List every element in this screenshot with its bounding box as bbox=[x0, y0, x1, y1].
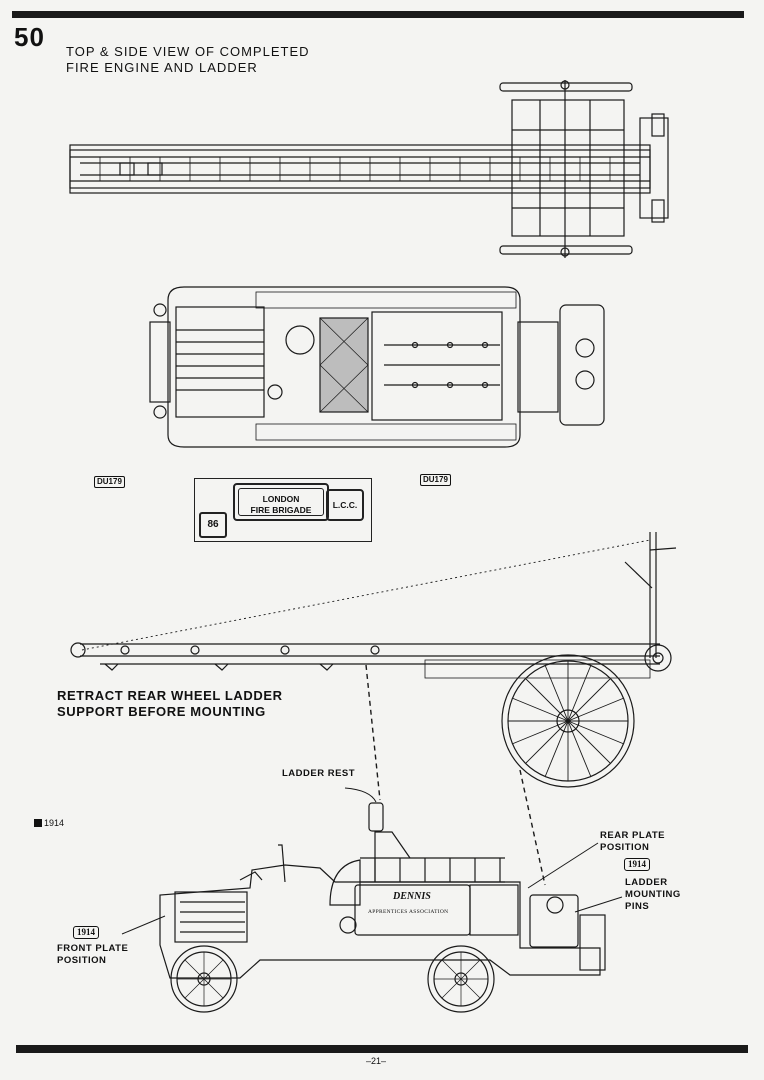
top-rule bbox=[12, 11, 744, 18]
step-number: 50 bbox=[14, 22, 45, 52]
engine-top-view bbox=[149, 286, 605, 448]
title-line-1: TOP & SIDE VIEW OF COMPLETED bbox=[66, 44, 310, 59]
front-plate: 1914 bbox=[73, 926, 99, 939]
rear-plate-line-1: REAR PLATE bbox=[600, 830, 665, 841]
rear-plate-label: REAR PLATE POSITION bbox=[600, 830, 665, 854]
front-plate-line-2: POSITION bbox=[57, 955, 107, 966]
ladder-pins-line-1: LADDER bbox=[625, 877, 668, 888]
retract-line-1: RETRACT REAR WHEEL LADDER bbox=[57, 688, 283, 703]
retract-note: RETRACT REAR WHEEL LADDER SUPPORT BEFORE… bbox=[57, 688, 283, 720]
fire-engine-side-view bbox=[159, 802, 606, 1013]
decal-code-right: DU179 bbox=[420, 474, 451, 486]
page-number: –21– bbox=[366, 1056, 387, 1066]
ladder-pins-line-3: PINS bbox=[625, 901, 650, 912]
london-fire-brigade-decal: LONDON FIRE BRIGADE bbox=[233, 483, 329, 521]
ladder-pins-label: LADDER MOUNTING PINS bbox=[625, 877, 681, 913]
square-icon bbox=[34, 819, 42, 827]
page-title: TOP & SIDE VIEW OF COMPLETED FIRE ENGINE… bbox=[66, 44, 310, 76]
association-lettering: APPRENTICES ASSOCIATION bbox=[368, 909, 449, 915]
retract-line-2: SUPPORT BEFORE MOUNTING bbox=[57, 704, 266, 719]
lcc-decal: L.C.C. bbox=[326, 489, 364, 521]
front-plate-line-1: FRONT PLATE bbox=[57, 943, 129, 954]
rear-plate: 1914 bbox=[624, 858, 650, 871]
decal-line-2: FIRE BRIGADE bbox=[250, 505, 312, 515]
ladder-pins-line-2: MOUNTING bbox=[625, 889, 681, 900]
bottom-rule bbox=[16, 1045, 748, 1053]
title-line-2: FIRE ENGINE AND LADDER bbox=[66, 60, 258, 75]
number-decal: 86 bbox=[199, 512, 227, 538]
decal-sheet: LONDON FIRE BRIGADE L.C.C. 86 bbox=[194, 478, 372, 542]
year-marker-text: 1914 bbox=[44, 818, 65, 828]
decal-line-1: LONDON bbox=[262, 494, 300, 504]
ladder-side-view bbox=[70, 532, 677, 788]
decal-code-left: DU179 bbox=[94, 476, 125, 488]
front-plate-label: FRONT PLATE POSITION bbox=[57, 943, 128, 967]
ladder-top-view bbox=[69, 80, 669, 258]
dennis-lettering: DENNIS bbox=[393, 891, 431, 902]
year-marker: 1914 bbox=[34, 818, 64, 828]
ladder-rest-label: LADDER REST bbox=[282, 768, 356, 779]
rear-plate-line-2: POSITION bbox=[600, 842, 650, 853]
